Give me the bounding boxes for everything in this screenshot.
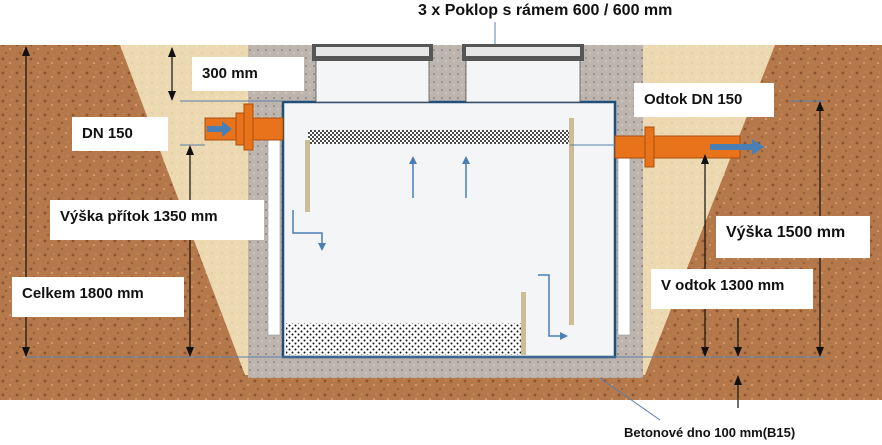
covers-label: 3 x Poklop s rámem 600 / 600 mm — [418, 2, 673, 19]
flow-arrow-down-left — [292, 210, 323, 245]
flow-arrow-head-1 — [318, 243, 326, 251]
outlet-flow-arrow — [710, 139, 764, 155]
depth-top-label: 300 mm — [192, 57, 304, 91]
outlet-height-label: V odtok 1300 mm — [651, 269, 813, 309]
access-shaft-right — [465, 59, 581, 103]
flow-arrow-head-2 — [409, 156, 417, 164]
cover-lid-right — [466, 47, 580, 56]
total-height-label: Celkem 1800 mm — [12, 277, 184, 317]
flow-arrow-head-3 — [462, 156, 470, 164]
inlet-flow-arrow — [207, 121, 232, 137]
baffle-bottom — [521, 292, 526, 355]
tank-height-label: Výška 1500 mm — [716, 216, 870, 258]
side-plate-right — [617, 139, 631, 336]
concrete-base-label: Betonové dno 100 mm(B15) — [624, 425, 796, 440]
access-shaft-left — [315, 59, 430, 103]
sludge-layer-bottom — [286, 323, 526, 355]
flow-arrow-head-4 — [560, 332, 568, 340]
leader-lines — [26, 22, 825, 421]
baffle-right — [569, 118, 574, 325]
inlet-pipe-collar-2 — [243, 103, 254, 151]
inlet-pipe-label: DN 150 — [72, 117, 168, 151]
inlet-height-label: Výška přítok 1350 mm — [50, 200, 264, 240]
outlet-pipe-collar — [644, 126, 655, 168]
filter-layer-top — [308, 130, 570, 144]
flow-arrow-bottom-right — [538, 274, 562, 337]
outlet-pipe-label: Odtok DN 150 — [634, 83, 774, 117]
dimension-arrowheads — [22, 46, 824, 385]
cover-lid-left — [316, 47, 429, 56]
side-plate-left — [267, 139, 281, 336]
flow-arrows — [292, 156, 568, 340]
baffle-left — [305, 140, 310, 212]
tank-body — [281, 100, 617, 359]
